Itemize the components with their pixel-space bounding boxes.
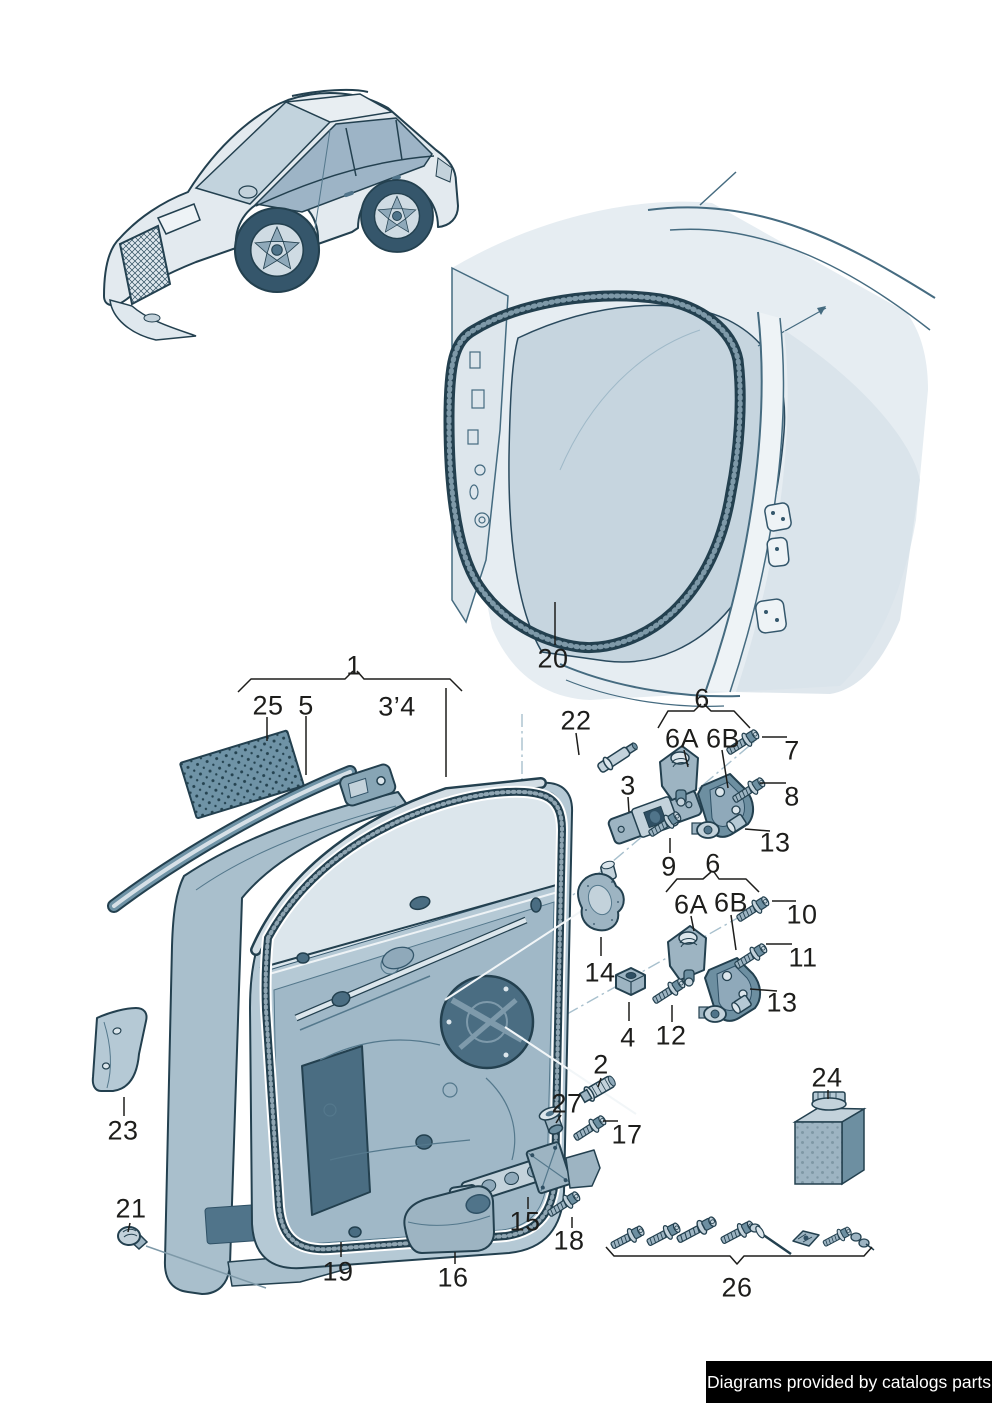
part-number-14[interactable]: 14 [584, 957, 616, 988]
rear-wheel [360, 179, 434, 253]
part-number-16[interactable]: 16 [437, 1262, 469, 1293]
part-24-adhesive-bottle [792, 1091, 867, 1186]
headlight [156, 203, 201, 235]
door-assembly [163, 777, 637, 1295]
part-14-grommet [576, 860, 625, 932]
part-number-4[interactable]: 4 [620, 1022, 636, 1053]
part-number-13-upper[interactable]: 13 [759, 827, 791, 858]
part-number-11[interactable]: 11 [788, 942, 818, 973]
part-number-5[interactable]: 5 [298, 690, 314, 721]
part-26-fastener-set [607, 1212, 875, 1256]
part-27-bushing [538, 1106, 564, 1135]
part-4-nut [615, 967, 646, 996]
door-outer-shell [163, 791, 409, 1295]
grille [118, 224, 172, 306]
part-number-6a-upper[interactable]: 6A [664, 723, 700, 754]
part-number-3[interactable]: 3 [620, 770, 636, 801]
part-25-damping-pad [179, 729, 305, 820]
part-number-12[interactable]: 12 [655, 1020, 687, 1051]
part-number-18[interactable]: 18 [553, 1225, 585, 1256]
part-number-25[interactable]: 25 [252, 690, 284, 721]
part-6b-lower-hinge [698, 957, 762, 1023]
part-number-26[interactable]: 26 [721, 1272, 753, 1303]
part-number-3-4[interactable]: 3’4 [378, 691, 416, 722]
part-number-27[interactable]: 27 [551, 1088, 583, 1119]
small-clip [850, 1232, 875, 1251]
part-number-6b-lower[interactable]: 6B [713, 887, 749, 918]
part-number-24[interactable]: 24 [811, 1062, 843, 1093]
part-19-door-seal [259, 785, 569, 1256]
leader-lines [123, 602, 873, 1265]
part-12-bolt [649, 974, 689, 1008]
part-20-door-aperture-seal [443, 290, 746, 653]
part-number-7[interactable]: 7 [784, 735, 800, 766]
part-6b-upper-hinge [691, 773, 755, 839]
latch-strikers [755, 502, 792, 634]
speaker-opening [439, 974, 535, 1070]
part-number-10[interactable]: 10 [786, 899, 818, 930]
footer-text: Diagrams provided by catalogs parts [706, 1371, 992, 1392]
part-number-20[interactable]: 20 [537, 643, 569, 674]
part-5-trim-strip [107, 763, 397, 913]
part-number-22[interactable]: 22 [560, 705, 592, 736]
footer-attribution-bar: Diagrams provided by catalogs parts [706, 1361, 992, 1403]
inner-panel-cutout [301, 1045, 371, 1216]
vehicle-thumbnail [103, 88, 459, 341]
part-number-1[interactable]: 1 [346, 650, 362, 681]
part-number-2[interactable]: 2 [593, 1049, 609, 1080]
part-16-cover [403, 1185, 495, 1254]
part-6a-lower-hinge [667, 925, 707, 987]
part-number-15[interactable]: 15 [509, 1206, 541, 1237]
part-number-9[interactable]: 9 [661, 851, 677, 882]
speed-nut-clip [792, 1230, 820, 1247]
part-number-19[interactable]: 19 [322, 1256, 354, 1287]
part-number-6b-upper[interactable]: 6B [705, 723, 741, 754]
part-21-plug [117, 1226, 267, 1289]
part-number-6-lower[interactable]: 6 [705, 848, 721, 879]
a-pillar [451, 266, 509, 624]
part-number-6a-lower[interactable]: 6A [673, 889, 709, 920]
part-number-17[interactable]: 17 [611, 1119, 643, 1150]
part-22-pin [597, 742, 638, 773]
rivet [749, 1223, 792, 1256]
part-number-6-upper[interactable]: 6 [694, 683, 710, 714]
part-number-23[interactable]: 23 [107, 1115, 139, 1146]
front-wheel [233, 206, 321, 294]
part-23-bracket [91, 1007, 148, 1092]
part-11-bolt [731, 939, 771, 973]
part-number-13-lower[interactable]: 13 [766, 987, 798, 1018]
part-2-bolt [578, 1075, 616, 1104]
part-number-21[interactable]: 21 [115, 1193, 147, 1224]
body-side-view [443, 171, 936, 707]
part-number-8[interactable]: 8 [784, 781, 800, 812]
